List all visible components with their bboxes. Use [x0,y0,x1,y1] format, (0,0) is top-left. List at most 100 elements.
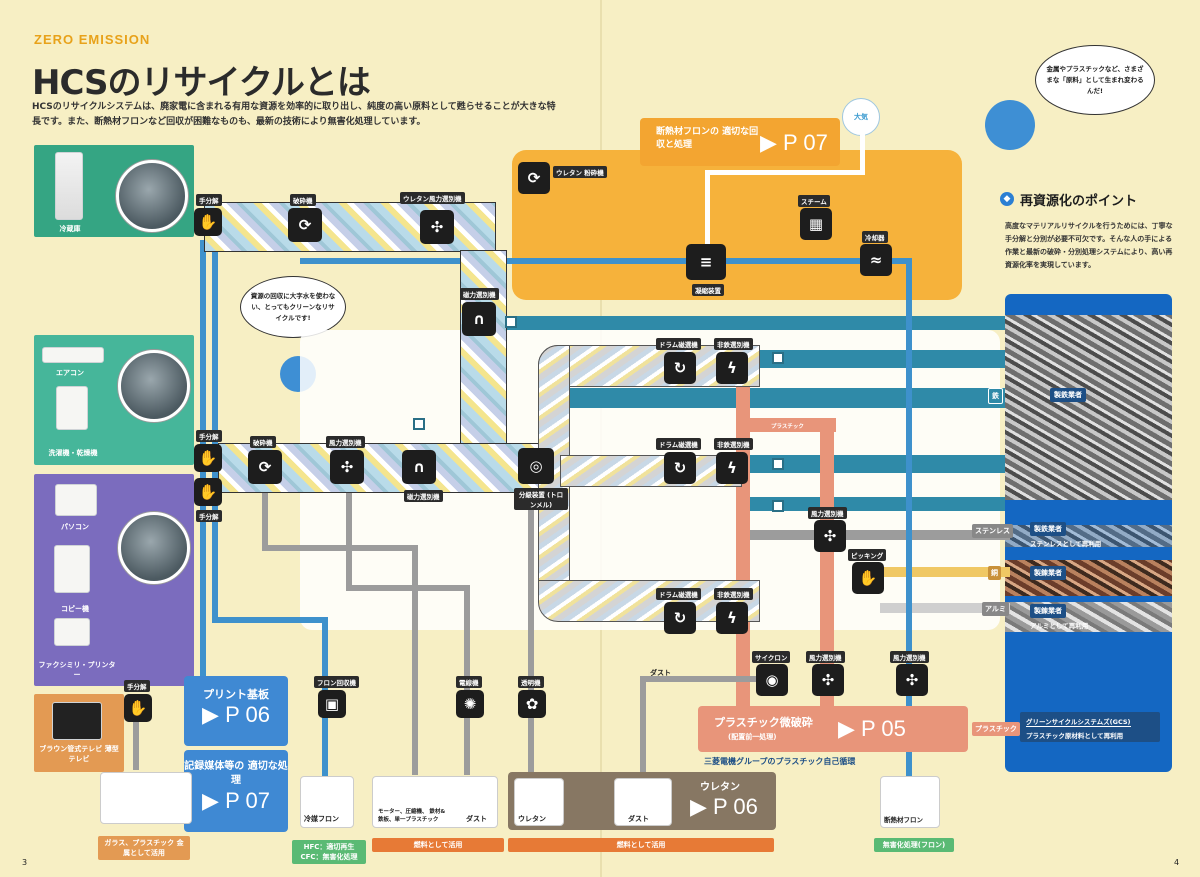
cyclone-label: サイクロン [752,651,790,663]
urethane-dest-ref: ▶ P 06 [690,794,758,820]
worker-photo-2 [118,350,190,422]
pipe-gray-5 [346,585,470,591]
dust-card-label: ダスト [466,814,487,824]
drum-separator-1-label: ドラム磁選機 [656,338,701,350]
motor-card-label: モーター、圧縮機、 鉄材&鉄板、単一プラスチック [378,808,448,824]
pipe-iron-3 [560,388,1005,408]
urethane-separator[interactable]: ✣ [420,210,454,244]
worker-photo-3 [118,512,190,584]
speech-middle: 資源の回収に大字水を使わない、とってもクリーンなリサイクルです! [240,276,346,338]
picking[interactable]: ✋ [852,562,884,594]
fridge-label: 冷蔵庫 [40,224,100,234]
iron-marker-1 [505,316,517,328]
tv-image [52,702,102,740]
sieve-machine-label: 透明機 [518,676,544,688]
point-text: 高度なマテリアルリサイクルを行うためには、丁寧な手分解と分別が必要不可欠です。そ… [1005,220,1175,272]
wind-separator-3[interactable]: ✣ [814,520,846,552]
crusher-2-label: 破砕機 [250,436,276,448]
fridge-image [55,152,83,220]
drum-separator-2[interactable]: ↻ [664,452,696,484]
wind-separator-5[interactable]: ✣ [896,664,928,696]
drum-separator-3[interactable]: ↻ [664,602,696,634]
page-number-right: 4 [1174,858,1179,867]
fron-box-ref-text: P 07 [783,130,828,155]
copper-tag: 銅 [988,566,1001,580]
steam[interactable]: ▦ [800,208,832,240]
conveyor-right [460,250,507,452]
hand-disassembly-2[interactable]: ✋ [194,444,222,472]
media-box[interactable]: 記録媒体等の 適切な処理 ▶ P 07 [184,750,288,832]
sieve-machine[interactable]: ✿ [518,690,546,718]
print-board-box[interactable]: プリント基板 ▶ P 06 [184,676,288,746]
cyclone[interactable]: ◉ [756,664,788,696]
fron-box-ref: ▶ P 07 [760,130,828,156]
worker-photo-1 [116,160,188,232]
wind-separator-5-label: 風力選別機 [890,651,929,663]
green-label: グリーンサイクルシステムズ(GCS) [1026,716,1131,727]
iron-tag: 鉄 [988,388,1003,404]
stainless-sub: ステンレスとして再利用 [1030,538,1101,548]
hand-disassembly-tv-label: 手分解 [124,680,150,692]
fron-caption: HFC：適切再生 CFC：無害化処理 [292,840,366,864]
magnet-2-label: 磁力選別機 [404,490,443,502]
aluminum-tag: アルミ [982,602,1009,616]
eddy-separator-2[interactable]: ϟ [716,452,748,484]
wind-separator-2[interactable]: ✣ [330,450,364,484]
urethane-crusher[interactable]: ⟳ [518,162,550,194]
glass-caption: ガラス、プラスチック 金属として活用 [98,836,190,860]
plastic-label: プラスチック微破砕 [714,714,813,730]
crusher-1[interactable]: ⟳ [288,208,322,242]
crusher-2[interactable]: ⟳ [248,450,282,484]
plastic-ref-text: P 05 [861,716,906,741]
picking-label: ピッキング [848,549,886,561]
magnet-1[interactable]: ∩ [462,302,496,336]
plastic-box[interactable]: プラスチック微破砕 (配置前一処理) ▶ P 05 [698,706,968,752]
hand-disassembly-1[interactable]: ✋ [194,208,222,236]
trommel[interactable]: ◎ [518,448,554,484]
pc-label: パソコン [40,522,110,532]
print-board-ref-text: P 06 [225,702,270,727]
pipe-blue-down [906,258,912,778]
eddy-separator-1[interactable]: ϟ [716,352,748,384]
drum-separator-2-label: ドラム磁選機 [656,438,701,450]
hand-disassembly-3-label: 手分解 [196,510,222,522]
plastic-tag: プラスチック [972,722,1020,736]
electrode-machine[interactable]: ✺ [456,690,484,718]
fron-collector-label: フロン回収機 [314,676,359,688]
eddy-separator-2-label: 非鉄選別機 [714,438,753,450]
fron-collector[interactable]: ▣ [318,690,346,718]
fron-box-title: 断熱材フロンの 適切な回収と処理 [656,126,766,152]
insulation-card-label: 断熱材フロン [884,814,923,824]
eyebrow: ZERO EMISSION [34,32,150,47]
eddy-separator-1-label: 非鉄選別機 [714,338,753,350]
wind-separator-3-label: 風力選別機 [808,507,847,519]
point-title: 再資源化のポイント [1020,190,1137,209]
pipe-gray-2 [262,545,418,551]
plastic-mini-tag: プラスチック [768,420,807,432]
cooler[interactable]: ≈ [860,244,892,276]
hand-disassembly-3[interactable]: ✋ [194,478,222,506]
page-number-left: 3 [22,858,27,867]
urethane-dest-ref-text: P 06 [713,794,758,819]
pipe-blue-print [212,617,328,623]
wind-separator-4[interactable]: ✣ [812,664,844,696]
washer-label: 洗濯機・乾燥機 [38,448,108,458]
trommel-label: 分級装置 (トロンメル) [514,488,568,510]
iron-photo [1005,315,1172,500]
print-board-ref: ▶ P 06 [184,702,288,728]
hand-disassembly-1-label: 手分解 [196,194,222,206]
pipe-air-2 [705,170,865,175]
condenser[interactable]: ≡ [686,244,726,280]
page-title: HCSのリサイクルとは [32,55,370,104]
magnet-2[interactable]: ∩ [402,450,436,484]
hand-disassembly-tv[interactable]: ✋ [124,694,152,722]
pipe-blue-main [300,258,910,264]
point-icon: ◆ [1000,192,1014,206]
print-board-label: プリント基板 [184,676,288,702]
ac-label: エアコン [40,368,100,378]
wind-separator-2-label: 風力選別機 [326,436,365,448]
eddy-separator-3[interactable]: ϟ [716,602,748,634]
copier-image [54,545,90,593]
magnet-1-label: 磁力選別機 [460,288,499,300]
drum-separator-1[interactable]: ↻ [664,352,696,384]
